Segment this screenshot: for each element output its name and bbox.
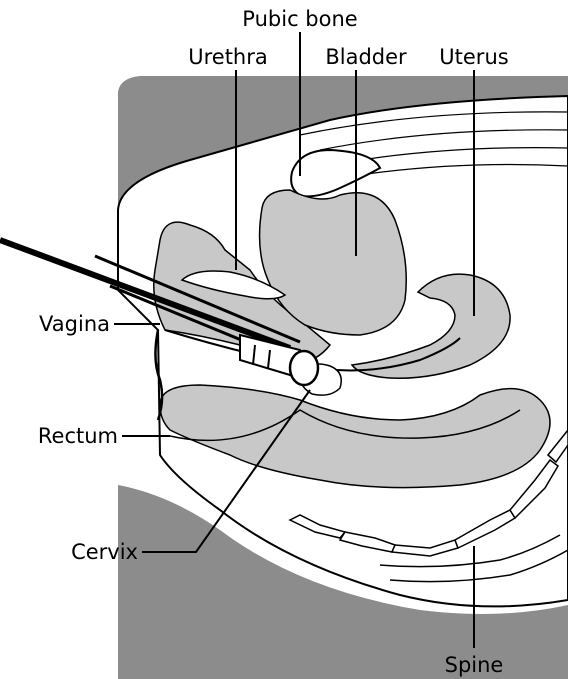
label-vagina: Vagina [39, 312, 110, 336]
label-bladder: Bladder [325, 45, 407, 69]
label-rectum: Rectum [38, 424, 118, 448]
label-spine: Spine [445, 653, 504, 677]
label-cervix: Cervix [71, 540, 138, 564]
instrument-tip [290, 351, 318, 385]
label-uterus: Uterus [439, 45, 508, 69]
label-pubic-bone: Pubic bone [242, 7, 357, 31]
label-urethra: Urethra [188, 45, 268, 69]
